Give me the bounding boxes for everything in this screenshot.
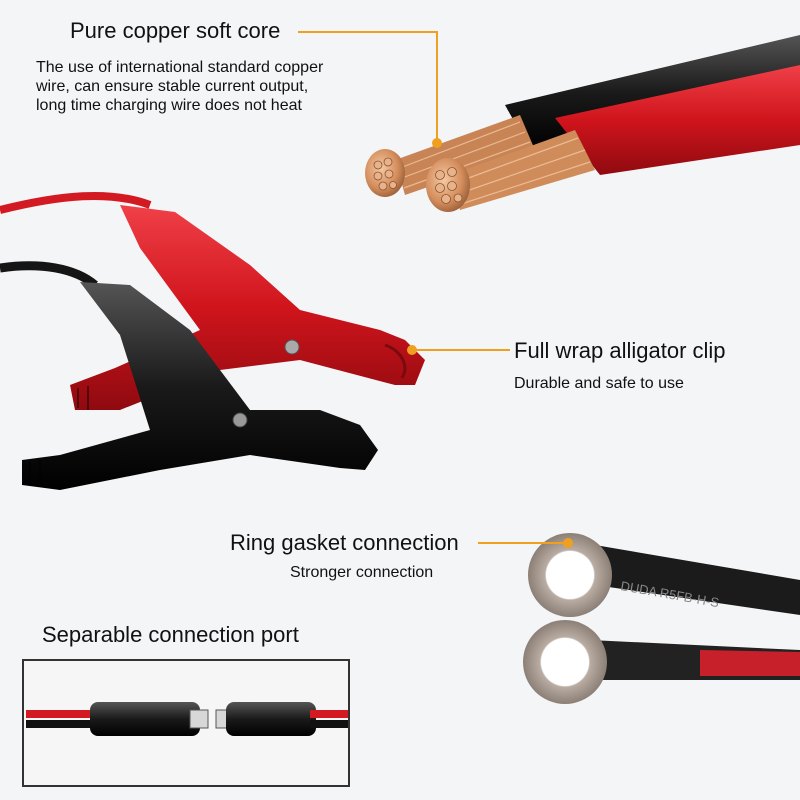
copper-title: Pure copper soft core: [70, 18, 281, 43]
sae-connector-image: [26, 702, 348, 736]
copper-desc-line-2: wire, can ensure stable current output,: [36, 78, 309, 95]
ring-title: Ring gasket connection: [230, 530, 459, 555]
ring-leader-line: [478, 542, 568, 544]
port-image-frame: [22, 659, 350, 787]
clip-callout-dot: [407, 345, 417, 355]
clip-desc: Durable and safe to use: [514, 375, 684, 392]
copper-callout-dot: [432, 138, 442, 148]
copper-desc-line-1: The use of international standard copper: [36, 59, 324, 76]
copper-leader-line-vertical: [436, 31, 438, 141]
port-title: Separable connection port: [42, 622, 299, 647]
copper-wire-image: [365, 35, 800, 212]
ring-terminal-image: DUDA R5FB-H-S: [523, 533, 800, 704]
clip-leader-line: [412, 349, 510, 351]
copper-desc-line-3: long time charging wire does not heat: [36, 97, 302, 114]
copper-leader-line: [298, 31, 438, 33]
sae-connector-layer: [26, 702, 348, 736]
clip-title: Full wrap alligator clip: [514, 338, 726, 363]
alligator-clip-image: [0, 191, 425, 490]
ring-callout-dot: [563, 538, 573, 548]
ring-desc: Stronger connection: [290, 564, 434, 581]
